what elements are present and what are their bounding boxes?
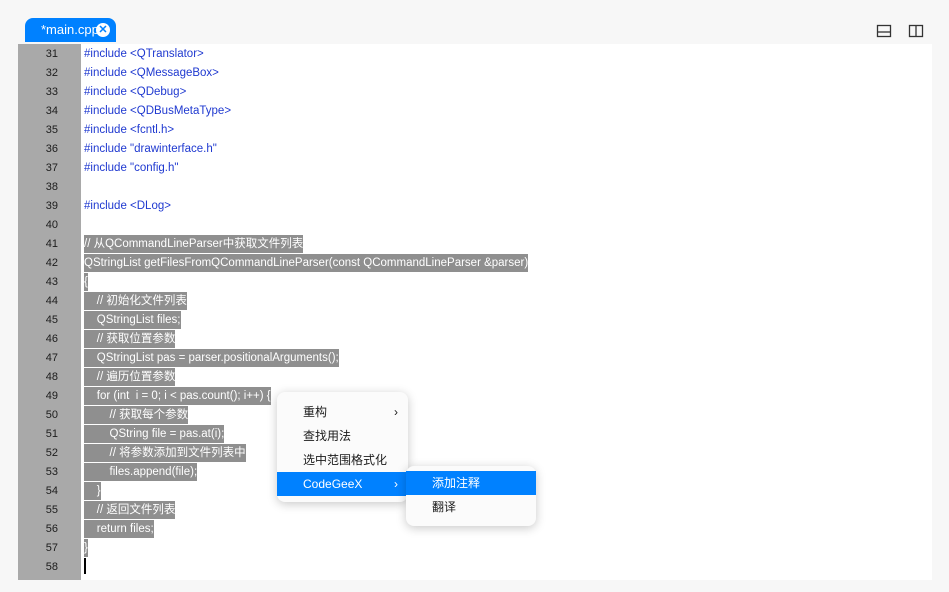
code-line-selected: // 从QCommandLineParser中获取文件列表 [84, 235, 304, 253]
code-line-selected: QString file = pas.at(i); [84, 425, 225, 443]
code-line-selected: // 返回文件列表 [84, 501, 176, 519]
line-number: 34 [45, 105, 58, 117]
line-number: 31 [45, 48, 58, 60]
line-number: 40 [45, 219, 58, 231]
code-line-selected: // 获取位置参数 [84, 330, 176, 348]
code-line: #include <QDebug> [84, 86, 187, 98]
close-icon[interactable]: ✕ [96, 23, 110, 37]
line-number: 54 [45, 485, 58, 497]
code-line-selected: // 初始化文件列表 [84, 292, 187, 310]
menu-item-codegeex[interactable]: CodeGeeX › [277, 472, 408, 496]
menu-item-translate[interactable]: 翻译 [406, 495, 536, 519]
line-number-gutter: 31 32 33 34 35 36 37 38 39 40 41 42 43 4… [18, 44, 81, 580]
line-number: 44 [45, 295, 58, 307]
menu-item-find-usages[interactable]: 查找用法 [277, 424, 408, 448]
code-line-selected: return files; [84, 520, 154, 538]
chevron-right-icon: › [394, 405, 398, 419]
line-number: 43 [45, 276, 58, 288]
menu-item-label: 选中范围格式化 [303, 453, 388, 467]
codegeex-submenu: 添加注释 翻译 [406, 466, 536, 526]
line-number: 53 [45, 466, 58, 478]
line-number: 36 [45, 143, 58, 155]
line-number: 47 [45, 352, 58, 364]
tab-main-cpp[interactable]: *main.cpp ✕ [25, 18, 116, 42]
code-line-selected: // 获取每个参数 [84, 406, 189, 424]
code-line-selected: { [84, 273, 88, 291]
line-number: 58 [45, 561, 58, 573]
line-number: 56 [45, 523, 58, 535]
line-number: 42 [45, 257, 58, 269]
line-number: 50 [45, 409, 58, 421]
line-number: 52 [45, 447, 58, 459]
code-line: #include <QMessageBox> [84, 67, 219, 79]
menu-item-label: 重构 [303, 405, 328, 419]
code-line-selected: } [84, 482, 101, 500]
menu-item-refactor[interactable]: 重构 › [277, 400, 408, 424]
split-horizontal-icon[interactable] [876, 24, 892, 38]
text-cursor [84, 558, 86, 574]
code-line: #include <QDBusMetaType> [84, 105, 232, 117]
code-line-selected: QStringList pas = parser.positionalArgum… [84, 349, 339, 367]
line-number: 33 [45, 86, 58, 98]
menu-item-label: 翻译 [432, 500, 457, 514]
code-line-selected: } [84, 539, 88, 557]
code-line-selected: // 将参数添加到文件列表中 [84, 444, 246, 462]
code-line-selected: files.append(file); [84, 463, 198, 481]
line-number: 38 [45, 181, 58, 193]
line-number: 39 [45, 200, 58, 212]
code-line-selected: QStringList files; [84, 311, 181, 329]
code-line: #include <fcntl.h> [84, 124, 175, 136]
menu-item-label: CodeGeeX [303, 477, 363, 491]
line-number: 51 [45, 428, 58, 440]
menu-item-add-comment[interactable]: 添加注释 [406, 471, 536, 495]
tab-bar: *main.cpp ✕ [0, 0, 949, 46]
line-number: 49 [45, 390, 58, 402]
tab-title: *main.cpp [41, 22, 99, 37]
code-line-selected: // 遍历位置参数 [84, 368, 176, 386]
line-number: 45 [45, 314, 58, 326]
menu-item-format-selection[interactable]: 选中范围格式化 [277, 448, 408, 472]
line-number: 35 [45, 124, 58, 136]
code-line: #include "drawinterface.h" [84, 143, 217, 155]
line-number: 37 [45, 162, 58, 174]
line-number: 57 [45, 542, 58, 554]
line-number: 48 [45, 371, 58, 383]
line-number: 46 [45, 333, 58, 345]
split-vertical-icon[interactable] [908, 24, 924, 38]
line-number: 32 [45, 67, 58, 79]
code-line-selected: QStringList getFilesFromQCommandLinePars… [84, 254, 529, 272]
context-menu: 重构 › 查找用法 选中范围格式化 CodeGeeX › [277, 392, 408, 502]
line-number: 55 [45, 504, 58, 516]
code-line-selected: for (int i = 0; i < pas.count(); i++) { [84, 387, 271, 405]
menu-item-label: 添加注释 [432, 476, 481, 490]
line-number: 41 [45, 238, 58, 250]
code-line: #include <DLog> [84, 200, 171, 212]
code-line: #include "config.h" [84, 162, 179, 174]
chevron-right-icon: › [394, 477, 398, 491]
code-line: #include <QTranslator> [84, 48, 204, 60]
menu-item-label: 查找用法 [303, 429, 352, 443]
